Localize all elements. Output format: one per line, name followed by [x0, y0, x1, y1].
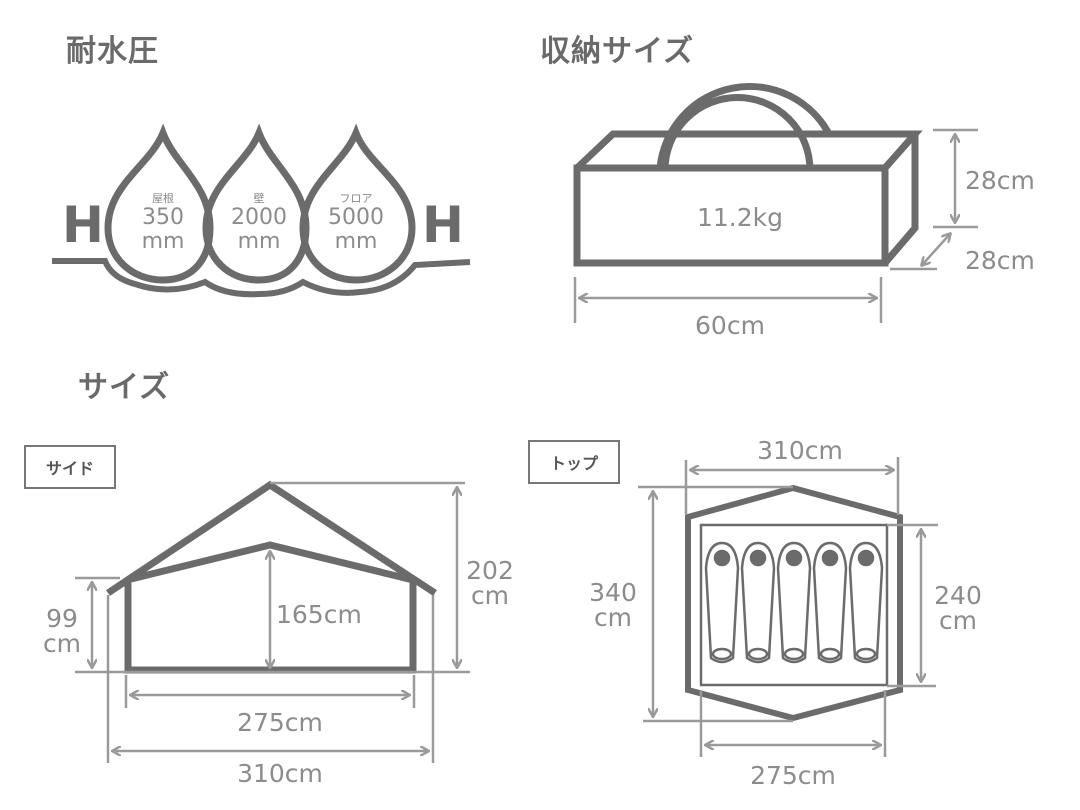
- storage-height: 28cm: [965, 166, 1035, 195]
- top-total-length: 340 cm: [585, 580, 641, 630]
- drop-label: フロア: [339, 192, 373, 205]
- storage-weight: 11.2kg: [696, 203, 783, 232]
- drop-wall: 壁 2000 mm: [211, 190, 307, 254]
- storage-title: 収納サイズ: [540, 34, 695, 69]
- side-inner-height: 165cm: [276, 600, 362, 629]
- storage-bag-graphic: [573, 82, 923, 267]
- h-left-icon: H: [62, 196, 104, 254]
- top-inner-length: 240 cm: [930, 583, 986, 633]
- side-view-graphic: [106, 480, 437, 674]
- top-inner-width: 275cm: [750, 761, 836, 790]
- side-view-tag: サイド: [24, 445, 116, 489]
- sleeping-bag-icon: [812, 541, 848, 664]
- drop-floor-icon: [299, 123, 416, 284]
- sleeping-bag-icon: [740, 541, 776, 664]
- drop-floor: フロア 5000 mm: [308, 190, 404, 254]
- top-dimension-lines: [638, 457, 938, 757]
- storage-depth: 28cm: [965, 246, 1035, 275]
- sleeping-bags: [704, 541, 884, 664]
- side-dimension-lines: [75, 481, 470, 763]
- side-total-height-value: 202: [466, 556, 514, 585]
- drop-unit: mm: [334, 229, 378, 254]
- waterproof-graphic: [52, 123, 471, 298]
- side-wall-height-value: 99: [46, 604, 78, 633]
- drop-value: 2000: [231, 205, 287, 230]
- drop-value: 350: [142, 205, 184, 230]
- top-inner-length-value: 240: [934, 581, 982, 610]
- drop-roof-icon: [104, 123, 214, 284]
- size-title: サイズ: [78, 370, 171, 405]
- waterproof-title: 耐水圧: [66, 34, 159, 69]
- storage-dimension-lines: [573, 128, 978, 323]
- side-total-height-unit: cm: [470, 581, 510, 610]
- storage-width: 60cm: [695, 311, 765, 340]
- top-view-tag: トップ: [528, 440, 620, 484]
- drop-roof: 屋根 350 mm: [118, 190, 208, 254]
- drop-label: 屋根: [152, 192, 174, 205]
- top-total-width: 310cm: [757, 436, 843, 465]
- side-wall-height-unit: cm: [42, 629, 82, 658]
- sleeping-bag-icon: [848, 541, 884, 664]
- drop-wall-icon: [202, 123, 310, 284]
- top-total-length-value: 340: [589, 578, 637, 607]
- side-wall-height: 99 cm: [40, 606, 84, 656]
- side-total-width: 310cm: [237, 759, 323, 788]
- top-inner-length-unit: cm: [938, 606, 978, 635]
- top-view-graphic: [685, 484, 903, 722]
- side-total-height: 202 cm: [462, 558, 518, 608]
- sleeping-bag-icon: [776, 541, 812, 664]
- side-inner-width: 275cm: [237, 708, 323, 737]
- drop-unit: mm: [237, 229, 281, 254]
- drop-label: 壁: [253, 192, 265, 205]
- sleeping-bag-icon: [704, 541, 740, 664]
- drop-unit: mm: [141, 229, 185, 254]
- h-right-icon: H: [422, 196, 464, 254]
- drop-value: 5000: [328, 205, 384, 230]
- top-total-length-unit: cm: [593, 603, 633, 632]
